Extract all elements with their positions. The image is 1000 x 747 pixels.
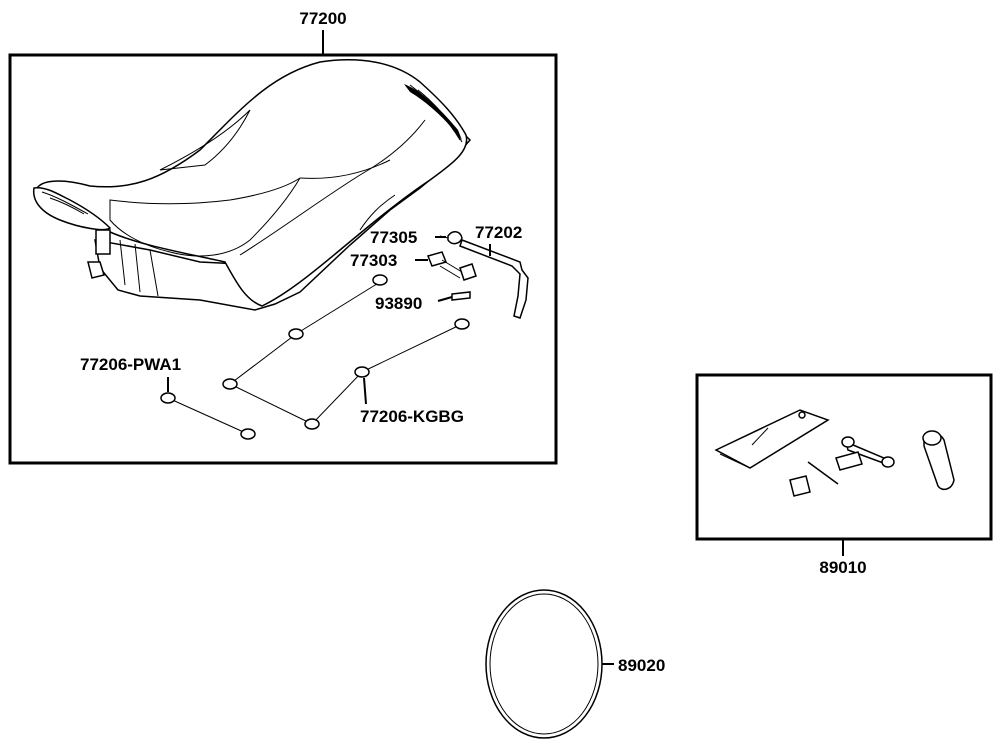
seat-drawing — [32, 59, 472, 311]
tool-kit-band-drawing — [485, 589, 603, 739]
tool-kit-drawing — [714, 409, 955, 497]
seat-assembly-group: 77200 — [8, 9, 558, 465]
seat-lock-drawing — [426, 231, 529, 319]
callout-77206-KGBG[interactable]: 77206-KGBG — [360, 407, 464, 426]
callout-77303[interactable]: 77303 — [350, 251, 397, 270]
tool-kit-band-inner — [489, 593, 599, 735]
callout-77305[interactable]: 77305 — [370, 228, 417, 247]
callout-77200[interactable]: 77200 — [299, 9, 346, 28]
callout-89010[interactable]: 89010 — [819, 558, 866, 577]
callout-93890[interactable]: 93890 — [375, 294, 422, 313]
callout-89020[interactable]: 89020 — [618, 656, 665, 675]
tool-kit-band-group: 89020 — [485, 589, 665, 739]
seat-assembly-frame — [8, 53, 558, 465]
leader-77206-KGBG — [363, 377, 367, 405]
callout-77206-PWA1[interactable]: 77206-PWA1 — [80, 355, 181, 374]
tool-kit-group: 89010 — [695, 373, 993, 577]
callout-77202[interactable]: 77202 — [475, 223, 522, 242]
leader-93890 — [437, 296, 453, 302]
seat-rubbers — [160, 274, 470, 440]
